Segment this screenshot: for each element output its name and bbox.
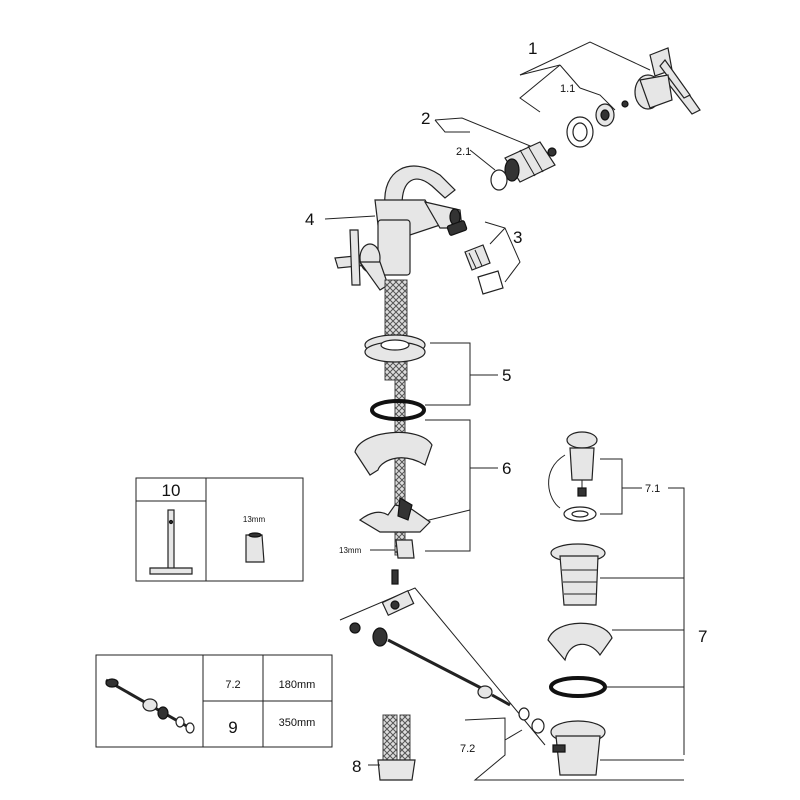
extension-rod-icon — [105, 678, 195, 734]
hose-connector — [368, 714, 416, 781]
hex-key-icon — [149, 509, 193, 575]
cartridge-icon — [504, 141, 557, 183]
fixing-set — [354, 419, 498, 559]
rod-row-1-length: 180mm — [279, 679, 316, 691]
part-label-1: 1 — [528, 39, 537, 58]
tool-number: 10 — [162, 481, 181, 500]
part-label-4: 4 — [305, 210, 314, 229]
nut-size-label: 13mm — [339, 546, 362, 555]
part-label-3: 3 — [513, 228, 522, 247]
rod-table: 7.2 180mm 9 350mm — [95, 654, 333, 748]
tool-box: 10 13mm — [135, 477, 304, 582]
handle-assembly — [519, 41, 701, 148]
cartridge-assembly — [434, 117, 557, 191]
rod-row-1-part: 7.2 — [225, 679, 240, 691]
adapter-icon — [595, 100, 629, 127]
part-label-5: 5 — [502, 366, 511, 385]
part-label-8: 8 — [352, 757, 361, 776]
tool-size: 13mm — [243, 515, 266, 524]
rod-row-2-part: 9 — [228, 718, 237, 737]
hose-assembly — [364, 279, 498, 556]
socket-nut-icon — [245, 532, 265, 563]
part-label-7-1: 7.1 — [645, 483, 660, 495]
part-label-6: 6 — [502, 459, 511, 478]
drain-assembly — [339, 431, 685, 781]
part-label-7: 7 — [698, 627, 707, 646]
faucet-body — [324, 165, 463, 291]
part-label-2: 2 — [421, 109, 430, 128]
aerator-assembly: 3 — [446, 220, 522, 295]
o-ring-icon — [490, 169, 508, 191]
cross-handle-icon — [634, 47, 701, 115]
rod-row-2-length: 350mm — [279, 717, 316, 729]
cap-ring-icon — [566, 116, 594, 148]
part-label-1-1: 1.1 — [560, 83, 575, 95]
part-label-7-2: 7.2 — [460, 743, 475, 755]
part-label-2-1: 2.1 — [456, 146, 471, 158]
